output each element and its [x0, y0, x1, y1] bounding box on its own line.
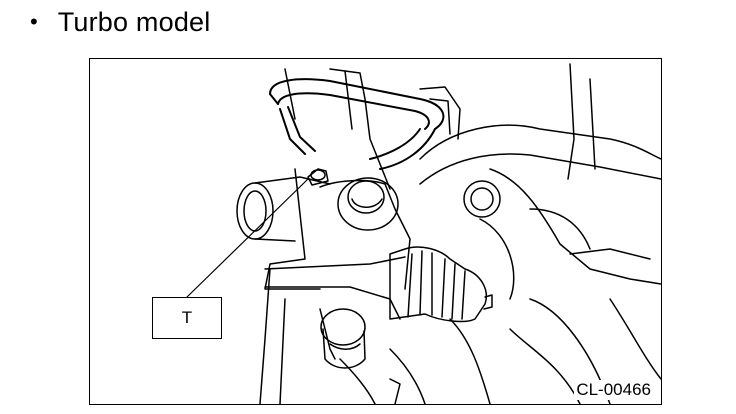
callout-label: T: [181, 308, 193, 327]
mounting-bracket: [259, 63, 596, 404]
callout-leader-line: [186, 178, 309, 298]
lower-mounting-bolt: [320, 308, 366, 369]
dust-boot: [389, 246, 493, 323]
figure-frame: T CL-00466: [89, 58, 662, 405]
bullet-marker: •: [30, 9, 38, 34]
section-title: Turbo model: [57, 6, 211, 37]
section-heading: • Turbo model: [30, 4, 210, 40]
bleeder-screw: [307, 168, 329, 186]
fluid-hose: [269, 78, 445, 170]
transmission-housing: [339, 124, 661, 404]
callout-box-t: T: [152, 297, 222, 339]
clutch-release-cylinder-illustration: [186, 63, 661, 404]
release-cylinder-body: [236, 168, 411, 360]
figure-code: CL-00466: [574, 380, 653, 400]
